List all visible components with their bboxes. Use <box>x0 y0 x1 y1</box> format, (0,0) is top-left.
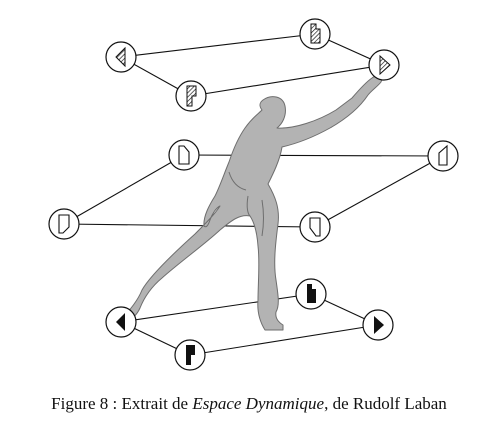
direction-sign-back-icon <box>178 145 190 165</box>
direction-sign-forward-icon <box>186 345 195 365</box>
low-left-symbol <box>105 306 137 338</box>
middle-left-symbol <box>48 208 80 240</box>
caption-prefix: Figure 8 : Extrait de <box>51 394 193 413</box>
direction-sign-back-icon <box>307 284 316 303</box>
high-right-symbol <box>368 49 400 81</box>
middle-forward-symbol <box>299 211 331 243</box>
low-back-symbol <box>295 278 327 310</box>
low-forward-symbol <box>174 339 206 371</box>
high-back-symbol <box>299 18 331 50</box>
high-forward-symbol <box>175 80 207 112</box>
high-plane-edges <box>120 33 385 97</box>
figure-caption: Figure 8 : Extrait de Espace Dynamique, … <box>0 389 498 419</box>
caption-suffix: , de Rudolf Laban <box>324 394 447 413</box>
direction-sign-right-icon <box>379 54 391 76</box>
direction-sign-forward-icon <box>309 217 321 237</box>
direction-sign-left-icon <box>116 313 125 331</box>
low-plane-edges <box>120 293 379 356</box>
direction-sign-right-icon <box>374 316 384 334</box>
direction-sign-left-icon <box>115 46 126 68</box>
middle-back-symbol <box>168 139 200 171</box>
low-right-symbol <box>362 309 394 341</box>
caption-title: Espace Dynamique <box>192 394 325 413</box>
human-figure <box>123 75 383 331</box>
middle-right-symbol <box>427 140 459 172</box>
high-left-symbol <box>105 41 137 73</box>
direction-sign-forward-icon <box>186 85 197 107</box>
direction-sign-right-icon <box>438 144 448 166</box>
direction-sign-left-icon <box>58 214 70 234</box>
direction-sign-back-icon <box>310 23 321 44</box>
